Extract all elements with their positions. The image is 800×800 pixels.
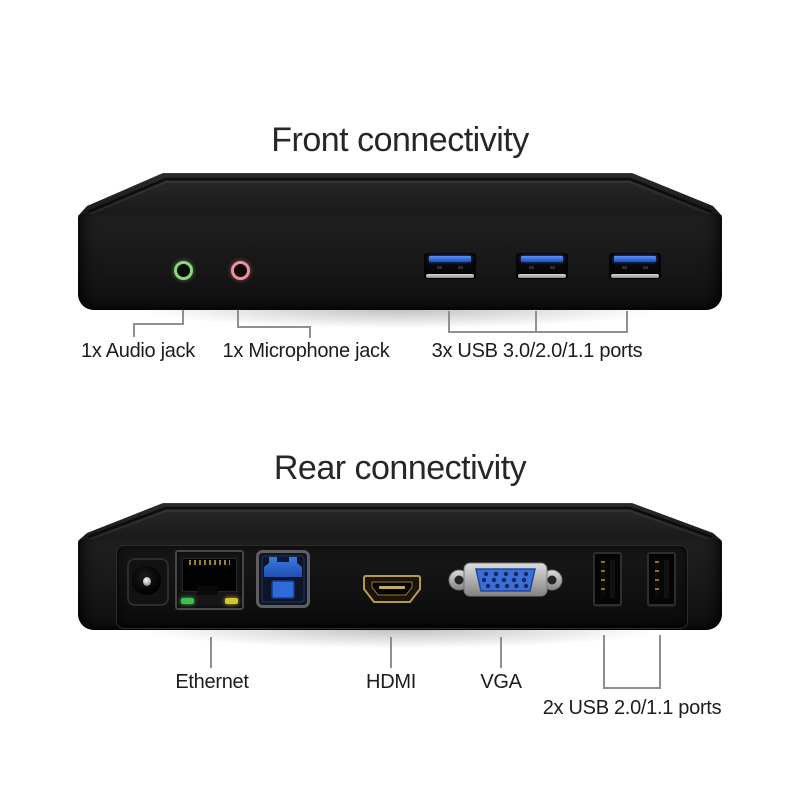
usb3-ports-label: 3x USB 3.0/2.0/1.1 ports [431, 340, 643, 362]
callout-line-microphone [309, 326, 311, 338]
ethernet-yellow-led [225, 598, 238, 604]
callout-line-usb2 [603, 635, 605, 689]
rj45-clip-notch [197, 586, 218, 595]
device-rear-face [78, 539, 722, 630]
vga-screw-right [547, 575, 557, 585]
usb3-port-1 [424, 253, 476, 279]
callout-line-audio [133, 323, 135, 337]
callout-line-vga [500, 637, 502, 668]
hdmi-port [363, 575, 421, 603]
hdmi-label: HDMI [366, 671, 416, 693]
usb3-port-2 [516, 253, 568, 279]
callout-line-microphone [237, 309, 239, 328]
callout-line-audio [182, 309, 184, 325]
callout-line-ethernet [210, 637, 212, 668]
usb3-port-3 [609, 253, 661, 279]
usb-tongue [429, 256, 471, 262]
callout-line-usb2 [659, 635, 661, 689]
device-front-face [78, 214, 722, 310]
usb-contacts [601, 561, 605, 597]
usb2-port-1 [593, 552, 622, 606]
callout-line-usb3 [626, 311, 628, 333]
dc-power-port [127, 558, 169, 606]
usb-tongue [610, 560, 615, 598]
top-groove-lines [87, 177, 713, 216]
vga-label: VGA [480, 671, 522, 693]
rear-device-shadow [84, 629, 716, 655]
audio-jack-port [174, 261, 193, 280]
callout-line-microphone [237, 326, 311, 328]
ethernet-label: Ethernet [175, 671, 249, 693]
callout-line-audio [133, 323, 184, 325]
ethernet-green-led [181, 598, 194, 604]
dock-rear-view [78, 503, 722, 630]
dc-center-pin [143, 577, 151, 586]
callout-line-usb3 [448, 311, 450, 333]
usb2-ports-label: 2x USB 2.0/1.1 ports [542, 697, 722, 719]
device-top-surface [78, 173, 722, 216]
callout-line-usb3 [535, 311, 537, 333]
usb2-port-2 [647, 552, 676, 606]
usb-tongue [664, 560, 669, 598]
front-section-title: Front connectivity [271, 121, 529, 159]
dock-front-view [78, 173, 722, 310]
usb-contacts [655, 561, 659, 597]
ethernet-port [175, 550, 244, 610]
rj45-gold-pins [189, 560, 230, 565]
usb-tongue [521, 256, 563, 262]
top-groove-lines [87, 506, 713, 541]
callout-line-usb2 [603, 687, 661, 689]
usb-tongue [614, 256, 656, 262]
microphone-jack-label: 1x Microphone jack [222, 340, 390, 362]
vga-port [448, 562, 563, 597]
rear-section-title: Rear connectivity [273, 449, 527, 487]
front-device-shadow [84, 309, 716, 335]
callout-line-hdmi [390, 637, 392, 668]
usb-b-port [256, 550, 310, 608]
vga-screw-left [454, 575, 464, 585]
microphone-jack-port [231, 261, 250, 280]
device-top-surface [78, 503, 722, 541]
callout-line-usb3 [448, 331, 628, 333]
audio-jack-label: 1x Audio jack [81, 340, 195, 362]
